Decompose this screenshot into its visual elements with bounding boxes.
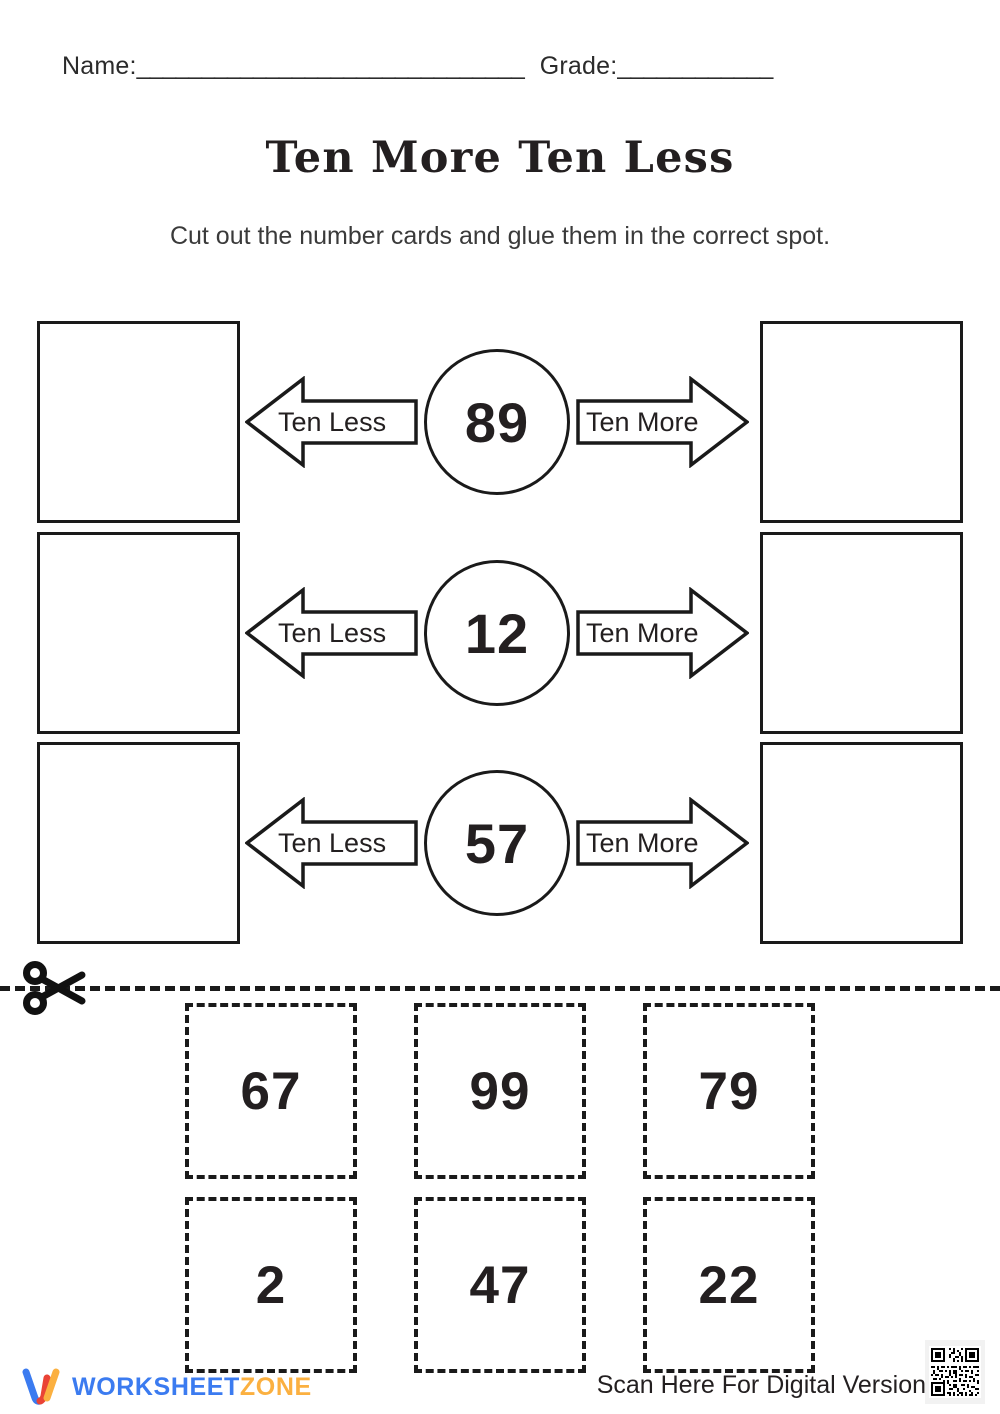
page-title: Ten More Ten Less: [265, 133, 735, 183]
number-card[interactable]: 79: [643, 1003, 815, 1179]
ten-less-answer-box[interactable]: [37, 742, 240, 944]
name-label: Name:: [62, 52, 137, 80]
qr-code[interactable]: [925, 1340, 985, 1404]
logo-worksheet-text: WORKSHEET: [72, 1372, 240, 1401]
number-card-grid: 67 99 79 2 47 22: [185, 1003, 815, 1391]
grade-label: Grade:: [539, 52, 618, 80]
worksheet-zone-logo[interactable]: WORKSHEETZONE: [22, 1368, 312, 1406]
number-card[interactable]: 47: [414, 1197, 586, 1373]
page-footer: WORKSHEETZONE Scan Here For Digital Vers…: [0, 1340, 1000, 1414]
logo-w-icon: [22, 1368, 62, 1406]
problem-rows: Ten Less 89 Ten More Ten Less 12 Ten Mor…: [0, 321, 1000, 944]
problem-row: Ten Less 57 Ten More: [0, 742, 1000, 944]
scan-instruction-text: Scan Here For Digital Version: [596, 1371, 926, 1399]
instructions-text: Cut out the number cards and glue them i…: [169, 222, 831, 250]
ten-more-label: Ten More: [586, 827, 699, 858]
ten-more-arrow: Ten More: [576, 797, 749, 889]
student-info-row: Name:______________________________ Grade…: [62, 52, 942, 81]
ten-more-arrow: Ten More: [576, 587, 749, 679]
ten-less-label: Ten Less: [278, 827, 387, 858]
scissors-icon: [22, 960, 92, 1016]
card-row: 2 47 22: [185, 1197, 815, 1373]
logo-zone-text: ZONE: [239, 1372, 312, 1401]
number-card[interactable]: 67: [185, 1003, 357, 1179]
logo-text: WORKSHEETZONE: [72, 1373, 312, 1402]
number-card[interactable]: 22: [643, 1197, 815, 1373]
ten-more-arrow: Ten More: [576, 376, 749, 468]
cut-line-divider: [0, 986, 1000, 991]
ten-more-answer-box[interactable]: [760, 742, 963, 944]
ten-less-answer-box[interactable]: [37, 321, 240, 523]
card-row: 67 99 79: [185, 1003, 815, 1179]
ten-more-answer-box[interactable]: [760, 532, 963, 734]
number-card[interactable]: 2: [185, 1197, 357, 1373]
problem-row: Ten Less 12 Ten More: [0, 532, 1000, 734]
grade-blank-line[interactable]: ____________: [617, 52, 773, 80]
ten-more-label: Ten More: [586, 406, 699, 437]
center-number-circle: 89: [424, 349, 570, 495]
center-number-circle: 12: [424, 560, 570, 706]
ten-less-label: Ten Less: [278, 406, 387, 437]
center-number-circle: 57: [424, 770, 570, 916]
ten-more-label: Ten More: [586, 617, 699, 648]
ten-more-answer-box[interactable]: [760, 321, 963, 523]
problem-row: Ten Less 89 Ten More: [0, 321, 1000, 523]
ten-less-arrow: Ten Less: [245, 376, 418, 468]
ten-less-answer-box[interactable]: [37, 532, 240, 734]
ten-less-label: Ten Less: [278, 617, 387, 648]
ten-less-arrow: Ten Less: [245, 797, 418, 889]
name-blank-line[interactable]: ______________________________: [136, 52, 525, 80]
number-card[interactable]: 99: [414, 1003, 586, 1179]
ten-less-arrow: Ten Less: [245, 587, 418, 679]
